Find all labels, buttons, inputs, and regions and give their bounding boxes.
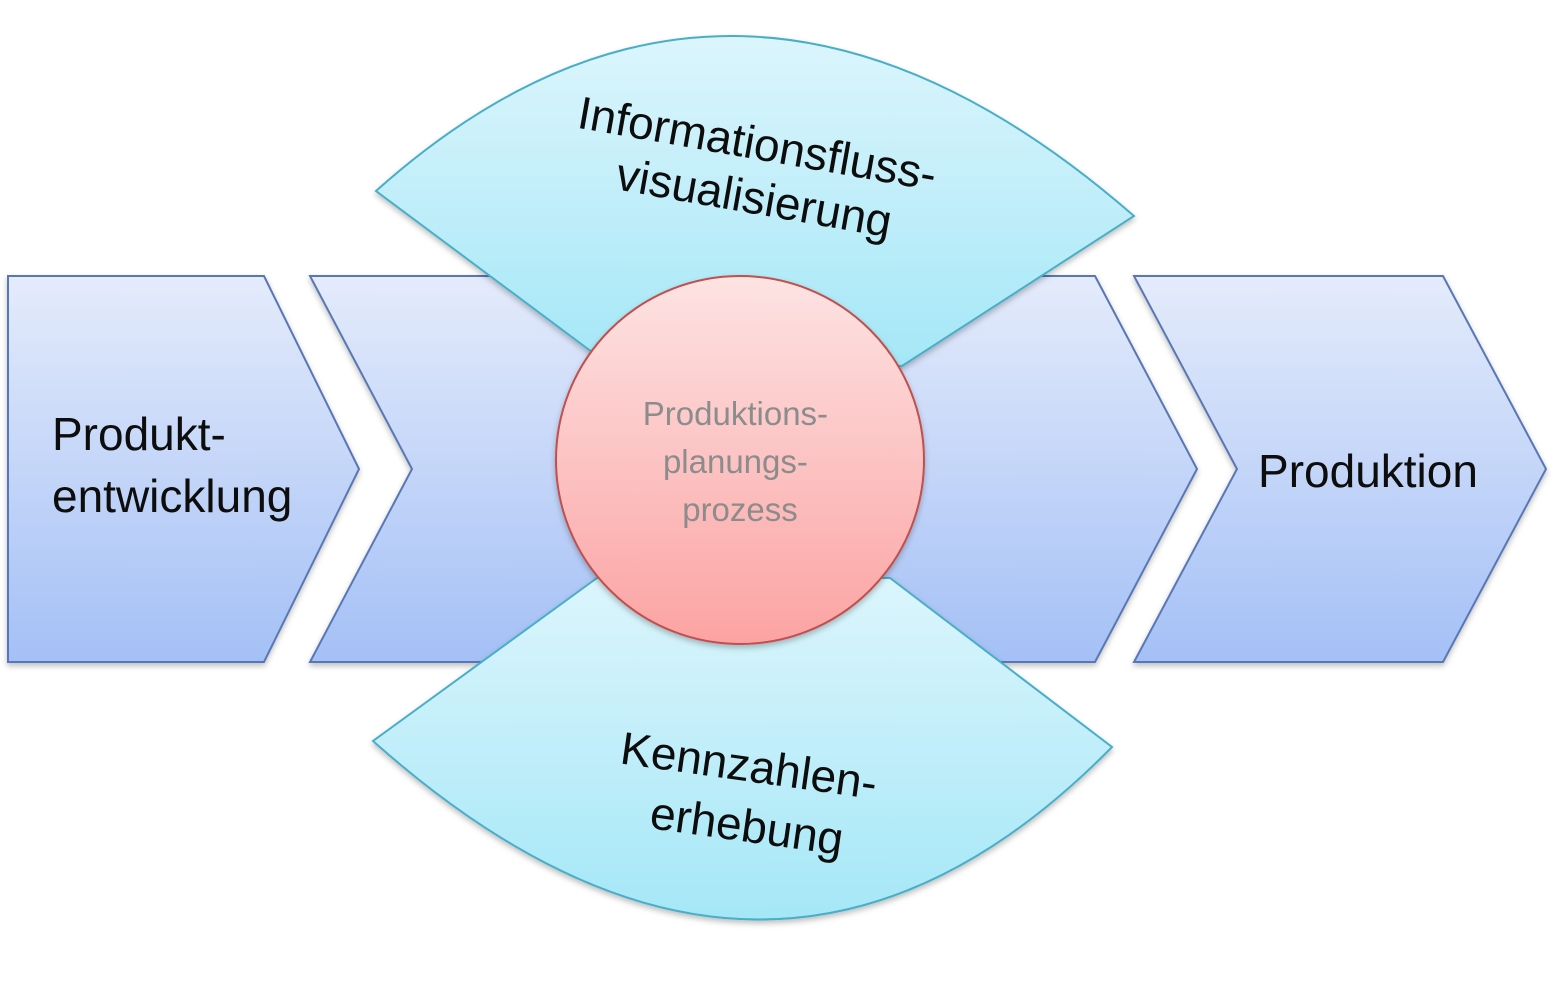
label-produktentwicklung: Produkt- entwicklung <box>52 408 292 522</box>
chevron-produktentwicklung <box>7 275 361 663</box>
label-center-line-3: prozess <box>682 491 798 528</box>
process-chevrons <box>7 275 1548 663</box>
center-circle <box>555 275 925 645</box>
label-produktion-line-1: Produktion <box>1258 445 1478 497</box>
label-produktentwicklung-line-2: entwicklung <box>52 470 292 522</box>
label-center-line-2: planungs- <box>663 443 808 480</box>
sector-bottom-kennzahlen <box>371 577 1114 921</box>
sector-top-informationsfluss <box>374 35 1136 368</box>
label-produktion: Produktion <box>1258 445 1478 497</box>
label-center-line-1: Produktions- <box>643 395 828 432</box>
label-produktentwicklung-line-1: Produkt- <box>52 408 226 460</box>
label-center-prozess: Produktions- planungs- prozess <box>643 395 837 528</box>
sectors <box>371 35 1136 921</box>
chevron-produktion <box>1132 275 1548 663</box>
